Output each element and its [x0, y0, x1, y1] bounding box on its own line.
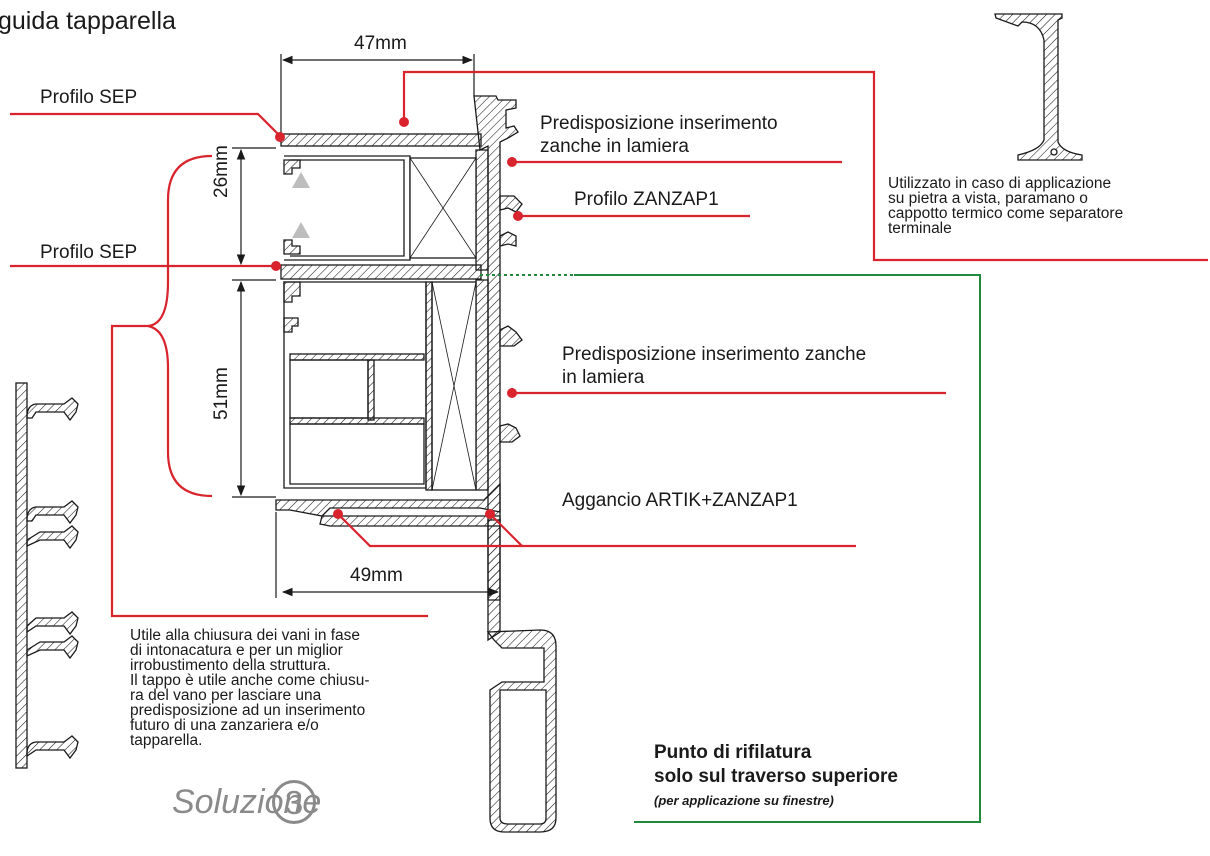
- note-bottom-line: irrobustimento della struttura.: [130, 657, 331, 674]
- dimension-bottom-width: 49mm: [350, 565, 403, 586]
- note-right-line: terminale: [888, 220, 952, 237]
- note-bottom-line: futuro di una zanzariera e/o: [130, 717, 319, 734]
- label-predisposizione-1-line1: Predisposizione inserimento: [540, 113, 778, 134]
- long-profile-drawing: [15, 382, 79, 769]
- drawing-title: guida tapparella: [0, 7, 176, 35]
- trim-point-note: (per applicazione su finestre): [654, 793, 834, 808]
- trim-line: [480, 274, 981, 823]
- note-tappo-usage: Utile alla chiusura dei vani in fase di …: [130, 627, 418, 749]
- label-profilo-sep-middle: Profilo SEP: [40, 242, 138, 263]
- leader-dots: [271, 117, 523, 519]
- note-right-line: su pietra a vista, paramano o: [888, 190, 1088, 207]
- label-aggancio: Aggancio ARTIK+ZANZAP1: [562, 490, 798, 511]
- trim-point-title: Punto di rifilatura: [654, 742, 812, 763]
- solution-number-badge: 3: [272, 780, 316, 824]
- label-predisposizione-2-line2: in lamiera: [562, 367, 645, 388]
- separator-profile-drawing: [994, 13, 1083, 161]
- note-bottom-line: di intonacatura e per un miglior: [130, 642, 343, 659]
- note-bottom-line: ra del vano per lasciare una: [130, 687, 322, 704]
- note-right-line: cappotto termico come separatore: [888, 205, 1124, 222]
- note-bottom-line: predisposizione ad un inserimento: [130, 702, 366, 719]
- label-predisposizione-2-line1: Predisposizione inserimento zanche: [562, 344, 867, 365]
- trim-point-subtitle: solo sul traverso superiore: [654, 766, 898, 787]
- note-bottom-line: tapparella.: [130, 732, 203, 749]
- gray-arrow-icons: [292, 172, 310, 238]
- dimension-top-width: 47mm: [354, 33, 407, 54]
- leader-lines: [10, 70, 1208, 618]
- label-profilo-sep-top: Profilo SEP: [40, 87, 138, 108]
- note-right-line: Utilizzato in caso di applicazione: [888, 175, 1112, 192]
- dimension-lower-height: 51mm: [211, 367, 232, 420]
- note-bottom-line: Il tappo è utile anche come chiusu-: [130, 672, 370, 689]
- note-separator-usage: Utilizzato in caso di applicazione su pi…: [888, 175, 1206, 237]
- dimension-upper-height: 26mm: [211, 145, 232, 198]
- main-section-drawing: [275, 95, 557, 833]
- label-predisposizione-1-line2: zanche in lamiera: [540, 136, 689, 157]
- note-bottom-line: Utile alla chiusura dei vani in fase: [130, 627, 361, 644]
- dimension-lines: [232, 54, 500, 598]
- label-profilo-zanzap1: Profilo ZANZAP1: [574, 189, 719, 210]
